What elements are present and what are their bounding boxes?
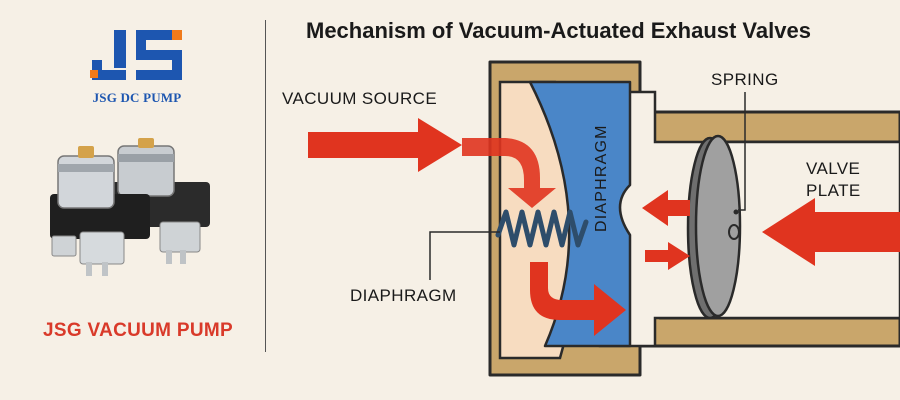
arrow-vacuum-in-icon (308, 118, 462, 172)
arrow-valve-in-icon (762, 198, 900, 266)
arrow-fade-icon (462, 138, 556, 208)
diaphragm-membrane (528, 80, 632, 348)
flow-arrows (308, 118, 900, 336)
label-diaphragm: DIAPHRAGM (350, 286, 457, 305)
vacuum-pump-image (50, 138, 210, 276)
logo-orange-accent (172, 30, 182, 40)
pump-front (50, 146, 150, 276)
pump-back (110, 138, 210, 264)
arrow-small-left-icon (642, 190, 690, 226)
jsg-logo-icon (90, 30, 182, 80)
logo-j-stem (114, 30, 126, 68)
spring-leader (738, 92, 746, 211)
diagram-title: Mechanism of Vacuum-Actuated Exhaust Val… (306, 18, 811, 43)
coil-spring-icon (495, 209, 589, 248)
brand-name: JSG DC PUMP (92, 90, 182, 105)
product-name: JSG VACUUM PUMP (43, 320, 233, 341)
logo-j-hook (92, 60, 126, 80)
valve-plate (686, 134, 742, 320)
diaphragm-vertical-label: DIAPHRAGM (593, 124, 610, 232)
vertical-divider (265, 20, 266, 352)
leader-lines (429, 92, 746, 280)
logo-s-shape (136, 30, 182, 80)
logo-orange-square (90, 70, 98, 78)
diaphragm-leader (429, 231, 500, 280)
brand-logo (82, 26, 192, 86)
label-vacuum-source: VACUUM SOURCE (282, 89, 438, 108)
arrow-small-right-icon (645, 242, 690, 270)
label-valve-plate: VALVE PLATE (806, 159, 861, 200)
valve-hole (728, 224, 740, 240)
label-spring: SPRING (711, 70, 779, 89)
arrow-flow-down-icon (530, 262, 626, 336)
pivot-dot (733, 209, 739, 215)
